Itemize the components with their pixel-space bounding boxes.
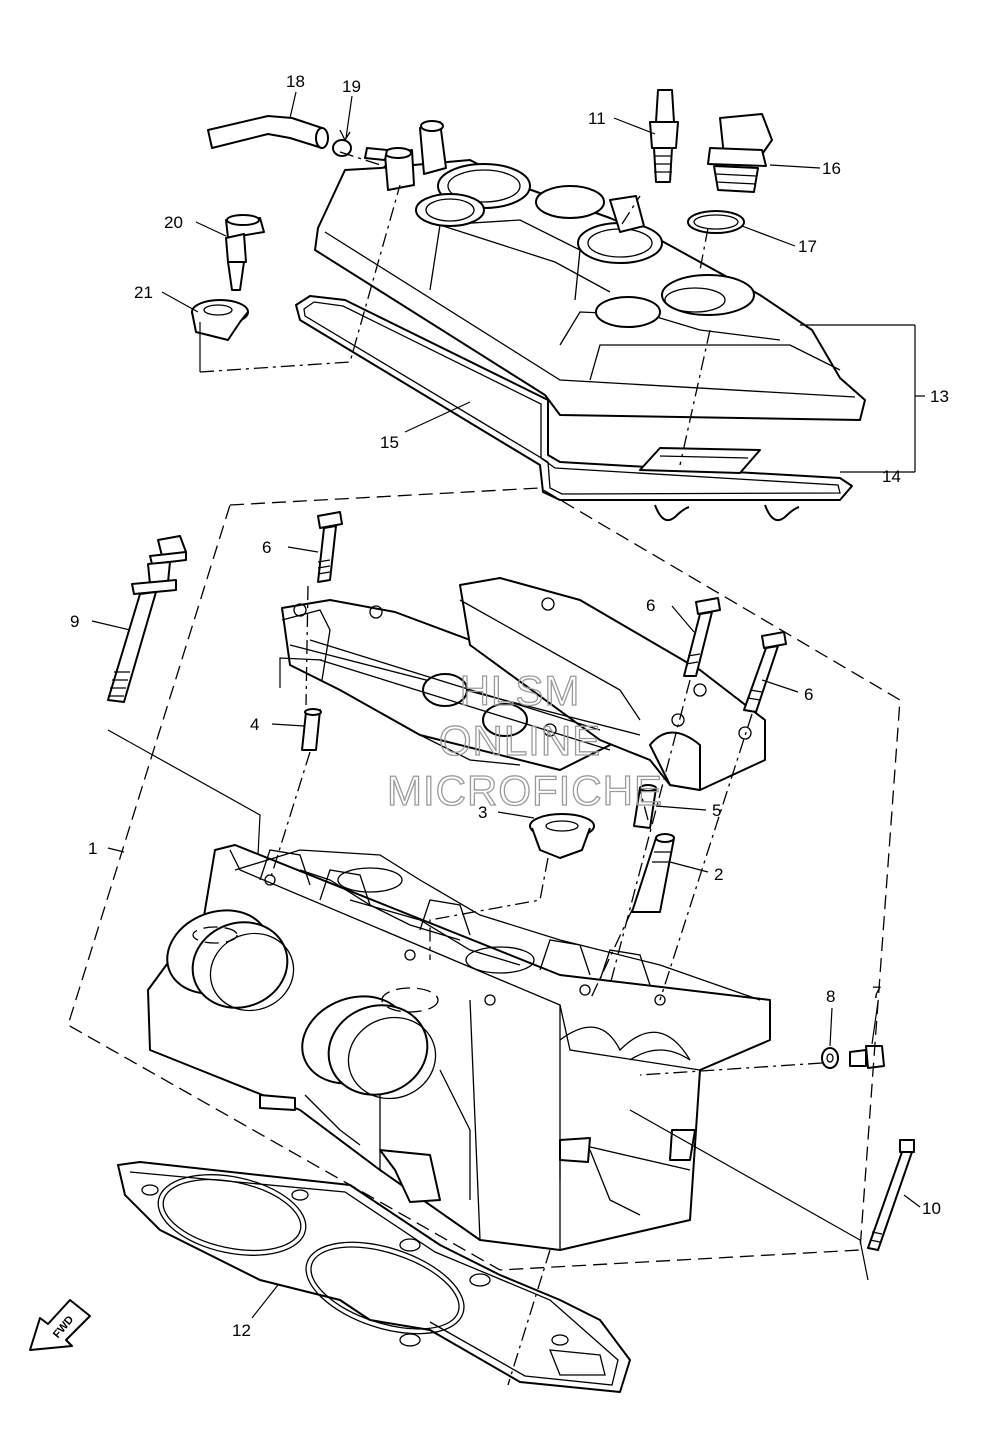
- valve-guide-stud: [631, 833, 675, 913]
- callout-15: 15: [380, 433, 399, 452]
- callout-20: 20: [164, 213, 183, 232]
- callout-1: 1: [88, 839, 97, 858]
- callout-11: 11: [588, 109, 606, 128]
- long-bolt: [867, 1139, 915, 1251]
- intake-port-right: [301, 987, 439, 1100]
- cover-ports: [364, 120, 761, 474]
- spark-plug: [649, 89, 679, 183]
- camshaft-cap-bolt-right: [743, 631, 787, 713]
- dowel-pin-left: [301, 708, 322, 751]
- camshaft-cap-bolt-left: [317, 511, 343, 583]
- callout-4: 4: [250, 715, 259, 734]
- watermark-line-1: HLSM: [460, 667, 581, 714]
- forward-direction-arrow: FWD: [29, 1299, 91, 1351]
- cylinder-head-plug: [529, 813, 595, 859]
- callout-8: 8: [826, 987, 835, 1006]
- cover-bolt: [225, 214, 265, 291]
- watermark-line-3: MICROFICHE: [387, 767, 663, 814]
- grommet: [191, 299, 249, 341]
- cylinder-head: [147, 844, 771, 1251]
- callout-13: 13: [930, 387, 949, 406]
- callout-16: 16: [822, 159, 841, 178]
- watermark-line-2: ONLINE: [439, 717, 601, 764]
- cylinder-head-cover-gasket: [295, 295, 853, 521]
- camshaft-cap-bolt-middle: [683, 597, 721, 677]
- callout-17: 17: [798, 237, 817, 256]
- callout-3: 3: [478, 803, 487, 822]
- callout-leaders: [91, 91, 925, 1319]
- alignment-lines: [107, 151, 869, 1386]
- drain-bolt: [849, 1045, 885, 1069]
- intake-port-left: [166, 909, 295, 1012]
- washer: [821, 1047, 839, 1069]
- callout-14: 14: [882, 467, 901, 486]
- cylinder-head-gasket: [117, 1161, 631, 1393]
- callout-10: 10: [922, 1199, 941, 1218]
- camshaft-cap-assembly: [281, 577, 766, 791]
- callout-19: 19: [342, 77, 361, 96]
- oil-filler-cap: [707, 113, 773, 193]
- callout-2: 2: [714, 865, 723, 884]
- callout-numbers: 18 19 11 16 17 20 21 13 15 14 6 9 6 6 4 …: [70, 72, 949, 1340]
- callout-6-left: 6: [262, 538, 271, 557]
- callout-21: 21: [134, 283, 153, 302]
- callout-6-middle: 6: [646, 596, 655, 615]
- hose-clip: [332, 129, 352, 157]
- callout-12: 12: [232, 1321, 251, 1340]
- callout-5: 5: [712, 801, 721, 820]
- callout-6-right: 6: [804, 685, 813, 704]
- o-ring: [687, 210, 745, 234]
- callout-7: 7: [872, 983, 881, 1002]
- breather-hose: [207, 115, 329, 149]
- callout-9: 9: [70, 612, 79, 631]
- callout-18: 18: [286, 72, 305, 91]
- cylinder-head-bolt: [107, 535, 187, 703]
- watermark: HLSM ONLINE MICROFICHE: [386, 666, 663, 814]
